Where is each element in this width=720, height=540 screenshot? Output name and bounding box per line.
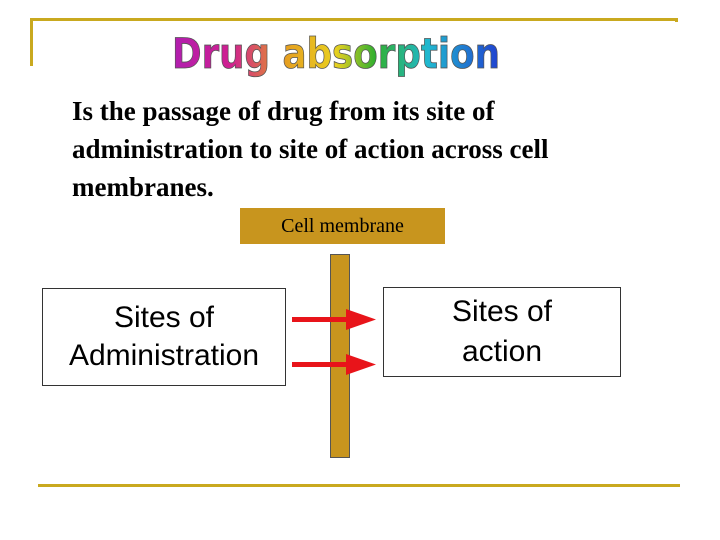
action-box-line2: action — [461, 335, 543, 368]
left-border-line — [30, 18, 33, 66]
bottom-border-line — [38, 484, 680, 487]
right-border-tick — [675, 18, 678, 22]
cell-membrane-label: Cell membrane — [240, 208, 445, 244]
slide-title: Drug absorption — [172, 28, 502, 78]
sites-of-administration-box: Sites of Administration — [42, 288, 286, 386]
arrow-right-icon — [292, 309, 376, 330]
sites-of-action-box: Sites of action — [383, 287, 621, 377]
action-box-line1: Sites of — [451, 295, 553, 328]
arrows-group — [292, 309, 376, 375]
definition-text: Is the passage of drug from its site of … — [72, 96, 549, 202]
top-border-line — [30, 18, 678, 21]
slide-title-text: Drug absorption — [172, 29, 500, 78]
admin-box-line1: Sites of — [113, 301, 215, 334]
admin-box-line2: Administration — [68, 339, 260, 372]
arrow-right-icon — [292, 354, 376, 375]
